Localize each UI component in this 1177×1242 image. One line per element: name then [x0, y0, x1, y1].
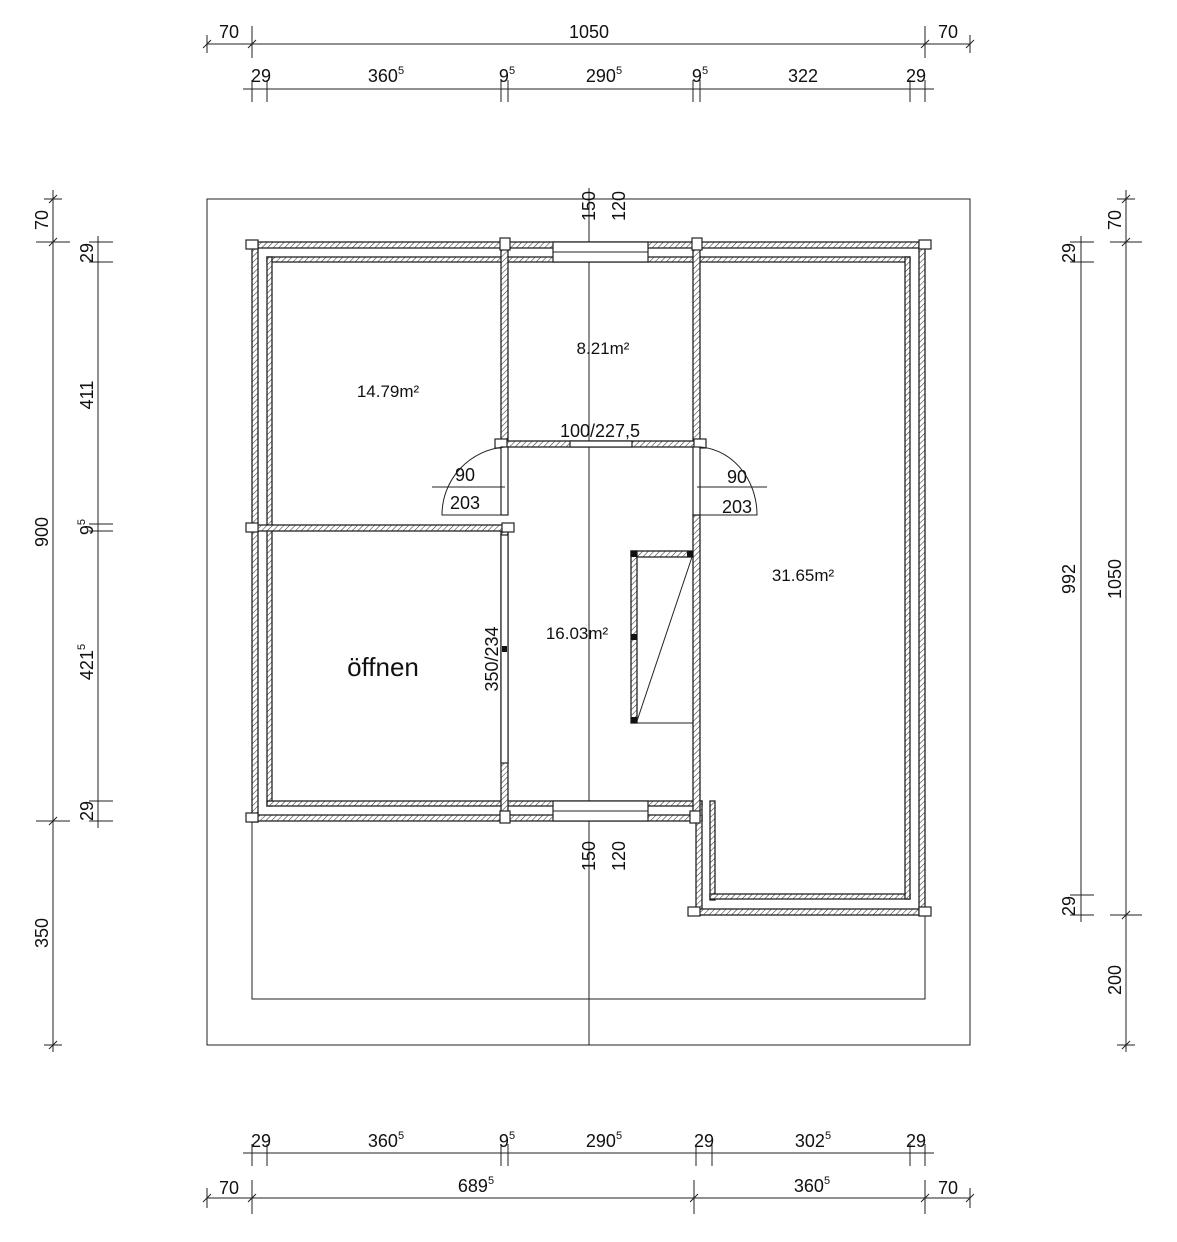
bottom-seg-6: 3025: [795, 1130, 831, 1151]
top-seg-2: 3605: [368, 65, 404, 86]
top-dimension-lines: [202, 26, 975, 102]
top-seg-1: 29: [251, 66, 271, 86]
left-seg-5: 29: [77, 801, 97, 821]
right-overall-top: 70: [1105, 210, 1125, 230]
door-right-a: 90: [727, 467, 747, 487]
opening-hall-label: 350/234: [482, 626, 502, 691]
top-seg-7: 29: [906, 66, 926, 86]
left-overall-bottom: 350: [32, 918, 52, 948]
bottom-seg-4: 2905: [586, 1130, 622, 1151]
bottom-seg-7: 29: [906, 1131, 926, 1151]
door-left-b: 203: [450, 493, 480, 513]
right-seg-3: 29: [1059, 896, 1079, 916]
top-overall-left: 70: [219, 22, 239, 42]
door-left-a: 90: [455, 465, 475, 485]
top-seg-3: 95: [499, 65, 515, 86]
room-label-a: 14.79m²: [357, 382, 420, 401]
top-seg-6: 322: [788, 66, 818, 86]
bottom-seg-1: 29: [251, 1131, 271, 1151]
left-dimension-lines: [36, 190, 113, 1052]
left-seg-4: 4215: [76, 644, 97, 680]
room-label-hall: 16.03m²: [546, 624, 609, 643]
room-label-c: 31.65m²: [772, 566, 835, 585]
window-bottom-a: 150: [579, 841, 599, 871]
right-dimension-lines: [1070, 190, 1142, 1052]
bottom-seg-5: 29: [694, 1131, 714, 1151]
door-right-b: 203: [722, 497, 752, 517]
bottom-overall-middle2: 3605: [794, 1175, 830, 1196]
bottom-overall-middle: 6895: [458, 1175, 494, 1196]
room-label-b: 8.21m²: [577, 339, 630, 358]
open-label: öffnen: [347, 652, 419, 682]
openings: [432, 241, 767, 822]
window-bottom-b: 120: [609, 841, 629, 871]
window-top-a: 150: [579, 191, 599, 221]
left-seg-2: 411: [77, 381, 97, 410]
left-seg-1: 29: [77, 243, 97, 263]
bottom-seg-2: 3605: [368, 1130, 404, 1151]
bottom-overall-right: 70: [938, 1178, 958, 1198]
right-seg-2: 992: [1059, 564, 1079, 594]
left-overall-top: 70: [32, 210, 52, 230]
left-overall-middle: 900: [32, 517, 52, 547]
bottom-seg-3: 95: [499, 1130, 515, 1151]
door-top-label: 100/227,5: [560, 421, 640, 441]
top-overall-right: 70: [938, 22, 958, 42]
right-overall-middle: 1050: [1105, 559, 1125, 599]
top-seg-4: 2905: [586, 65, 622, 86]
bottom-overall-left: 70: [219, 1178, 239, 1198]
bottom-dimension-lines: [202, 1144, 975, 1214]
right-seg-1: 29: [1059, 243, 1079, 263]
window-top-b: 120: [609, 191, 629, 221]
top-seg-5: 95: [692, 65, 708, 86]
right-overall-bottom: 200: [1105, 965, 1125, 995]
left-seg-3: 95: [76, 519, 97, 535]
top-overall-middle: 1050: [569, 22, 609, 42]
